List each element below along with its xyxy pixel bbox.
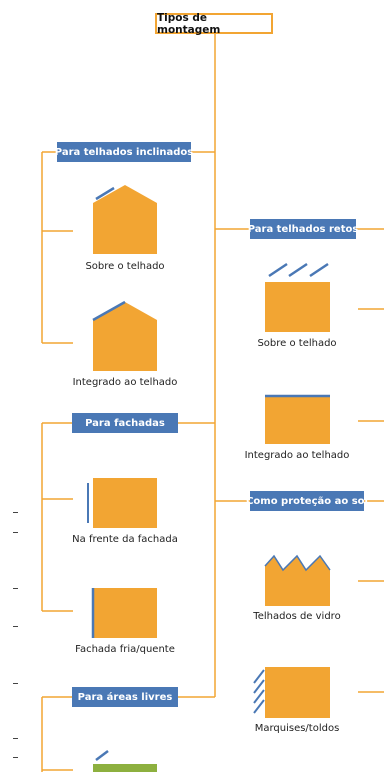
root-label: Tipos de montagem [157, 11, 221, 36]
category-inclinados: Para telhados inclinados [54, 142, 194, 162]
caption-sol-vidro: Telhados de vidro [253, 611, 341, 622]
margin-dash [13, 738, 18, 739]
category-sol: Como proteção ao sol [246, 491, 368, 511]
category-fachadas-label: Para fachadas [85, 417, 165, 429]
caption-reto-integrado: Integrado ao telhado [244, 450, 350, 461]
category-inclinados-label: Para telhados inclinados [54, 146, 194, 158]
margin-dash [13, 683, 18, 684]
caption-inclinado-integrado: Integrado ao telhado [72, 377, 178, 388]
awning-icon [253, 667, 330, 718]
ground-mounted-panels-icon [93, 750, 157, 772]
category-fachadas: Para fachadas [72, 413, 178, 433]
facade-front-panel-icon [87, 478, 157, 528]
margin-dash [13, 757, 18, 758]
category-livres-label: Para áreas livres [77, 691, 173, 703]
glass-roof-sawtooth-icon [264, 554, 331, 606]
category-livres: Para áreas livres [72, 687, 178, 707]
flat-roof-tilted-panels-icon [265, 262, 330, 332]
margin-dash [13, 588, 18, 589]
margin-dash [13, 532, 18, 533]
caption-reto-sobre: Sobre o telhado [257, 338, 337, 349]
margin-dash [13, 512, 18, 513]
flat-roof-integrated-icon [265, 394, 330, 444]
category-retos-label: Para telhados retos [247, 223, 359, 235]
caption-inclinado-sobre: Sobre o telhado [85, 261, 165, 272]
category-retos: Para telhados retos [247, 219, 359, 239]
caption-fachada-frente: Na frente da fachada [72, 534, 178, 545]
caption-sol-marquises: Marquises/toldos [254, 723, 340, 734]
margin-dash [13, 626, 18, 627]
root-node: Tipos de montagem [155, 11, 273, 36]
caption-fachada-fria: Fachada fria/quente [75, 644, 175, 655]
facade-cold-warm-icon [91, 588, 157, 638]
category-sol-label: Como proteção ao sol [246, 495, 368, 507]
house-panel-integrated-icon [92, 300, 157, 371]
house-panel-above-icon [93, 185, 157, 254]
